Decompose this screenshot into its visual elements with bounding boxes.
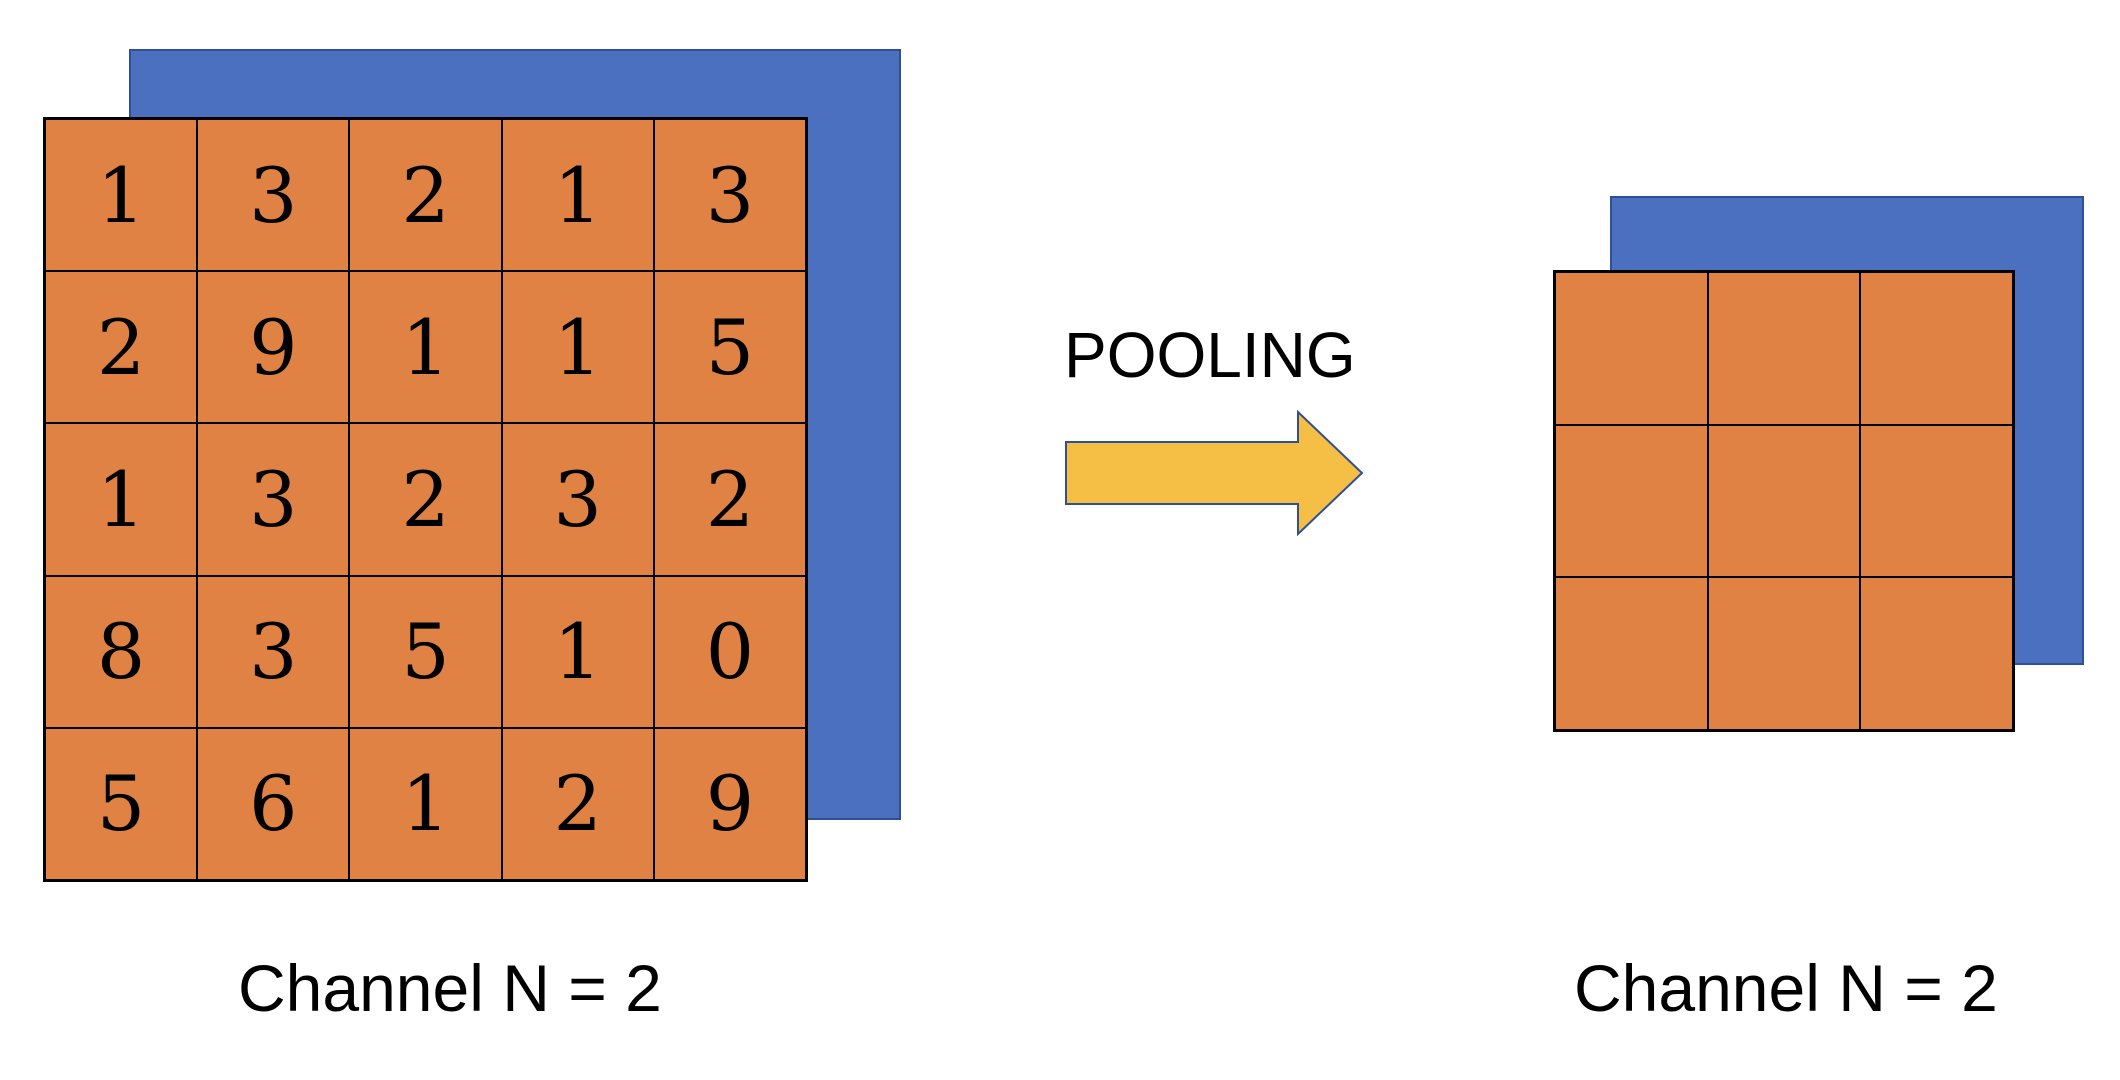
input-cell: 1 — [501, 119, 654, 272]
output-cell — [1555, 272, 1708, 425]
output-channel-caption: Channel N = 2 — [1574, 951, 1998, 1025]
input-cell: 2 — [653, 423, 806, 576]
input-cell: 9 — [653, 727, 806, 880]
input-cell: 1 — [349, 271, 502, 424]
input-cell: 5 — [45, 727, 198, 880]
input-cell: 5 — [349, 575, 502, 728]
input-cell: 2 — [349, 119, 502, 272]
output-cell — [1707, 577, 1861, 730]
input-cell: 1 — [45, 119, 198, 272]
output-feature-map — [1553, 270, 2015, 732]
input-cell: 8 — [45, 575, 198, 728]
input-cell: 9 — [197, 271, 350, 424]
input-cell: 3 — [197, 119, 350, 272]
input-cell: 6 — [197, 727, 350, 880]
arrow-shape — [1065, 410, 1364, 536]
input-cell: 2 — [349, 423, 502, 576]
input-cell: 3 — [653, 119, 806, 272]
output-cell — [1860, 577, 2013, 730]
output-cell — [1555, 577, 1708, 730]
input-cell: 1 — [349, 727, 502, 880]
input-cell: 3 — [501, 423, 654, 576]
output-cell — [1707, 424, 1861, 578]
input-cell: 1 — [45, 423, 198, 576]
output-cell — [1555, 424, 1708, 578]
right-arrow-icon — [1065, 410, 1364, 536]
output-cell — [1707, 272, 1861, 425]
output-cell — [1860, 272, 2013, 425]
input-cell: 1 — [501, 271, 654, 424]
output-cell — [1860, 424, 2013, 578]
input-cell: 3 — [197, 575, 350, 728]
input-cell: 0 — [653, 575, 806, 728]
input-cell: 2 — [45, 271, 198, 424]
input-cell: 3 — [197, 423, 350, 576]
input-cell: 2 — [501, 727, 654, 880]
input-channel-caption: Channel N = 2 — [238, 951, 662, 1025]
pooling-label: POOLING — [1064, 319, 1356, 391]
input-cell: 1 — [501, 575, 654, 728]
input-cell: 5 — [653, 271, 806, 424]
